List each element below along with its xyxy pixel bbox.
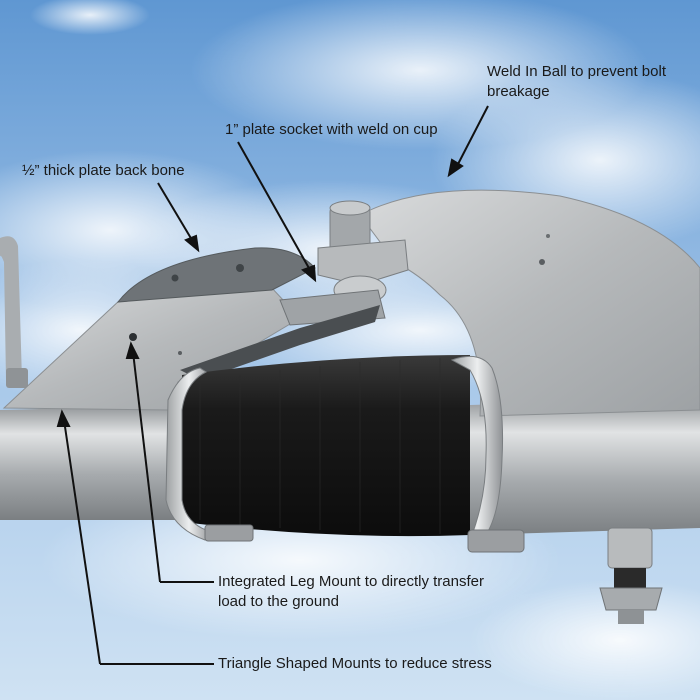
callout-back-bone: ½” thick plate back bone (22, 162, 185, 179)
callout-plate-socket: 1” plate socket with weld on cup (225, 121, 438, 138)
vertical-leg-pipe (0, 236, 28, 388)
left-clamp-buckle (204, 524, 254, 542)
bottom-drain-fitting (599, 527, 663, 624)
callout-leg-mount-line1: Integrated Leg Mount to directly transfe… (218, 573, 484, 590)
right-hose-clamp (450, 355, 504, 541)
callout-weld-ball: Weld In Ball to prevent bolt breakage (487, 62, 666, 102)
callout-weld-ball-line1: Weld In Ball to prevent bolt (487, 63, 666, 80)
left-hose-clamp (165, 367, 213, 541)
callout-triangle-mounts: Triangle Shaped Mounts to reduce stress (218, 655, 492, 672)
back-bone-plate (116, 247, 316, 303)
callout-leader-lines (56, 105, 489, 665)
callout-leg-mount: Integrated Leg Mount to directly transfe… (218, 572, 484, 612)
left-pipe (0, 405, 205, 520)
right-clamp-buckle (467, 529, 525, 553)
callout-leg-mount-line2: load to the ground (218, 593, 339, 610)
socket-ball-assembly (180, 200, 409, 380)
callout-weld-ball-line2: breakage (487, 83, 550, 100)
arched-plate (359, 189, 700, 417)
right-pipe (470, 398, 700, 535)
rubber-boot (182, 355, 470, 537)
boot-ribs (199, 358, 441, 534)
